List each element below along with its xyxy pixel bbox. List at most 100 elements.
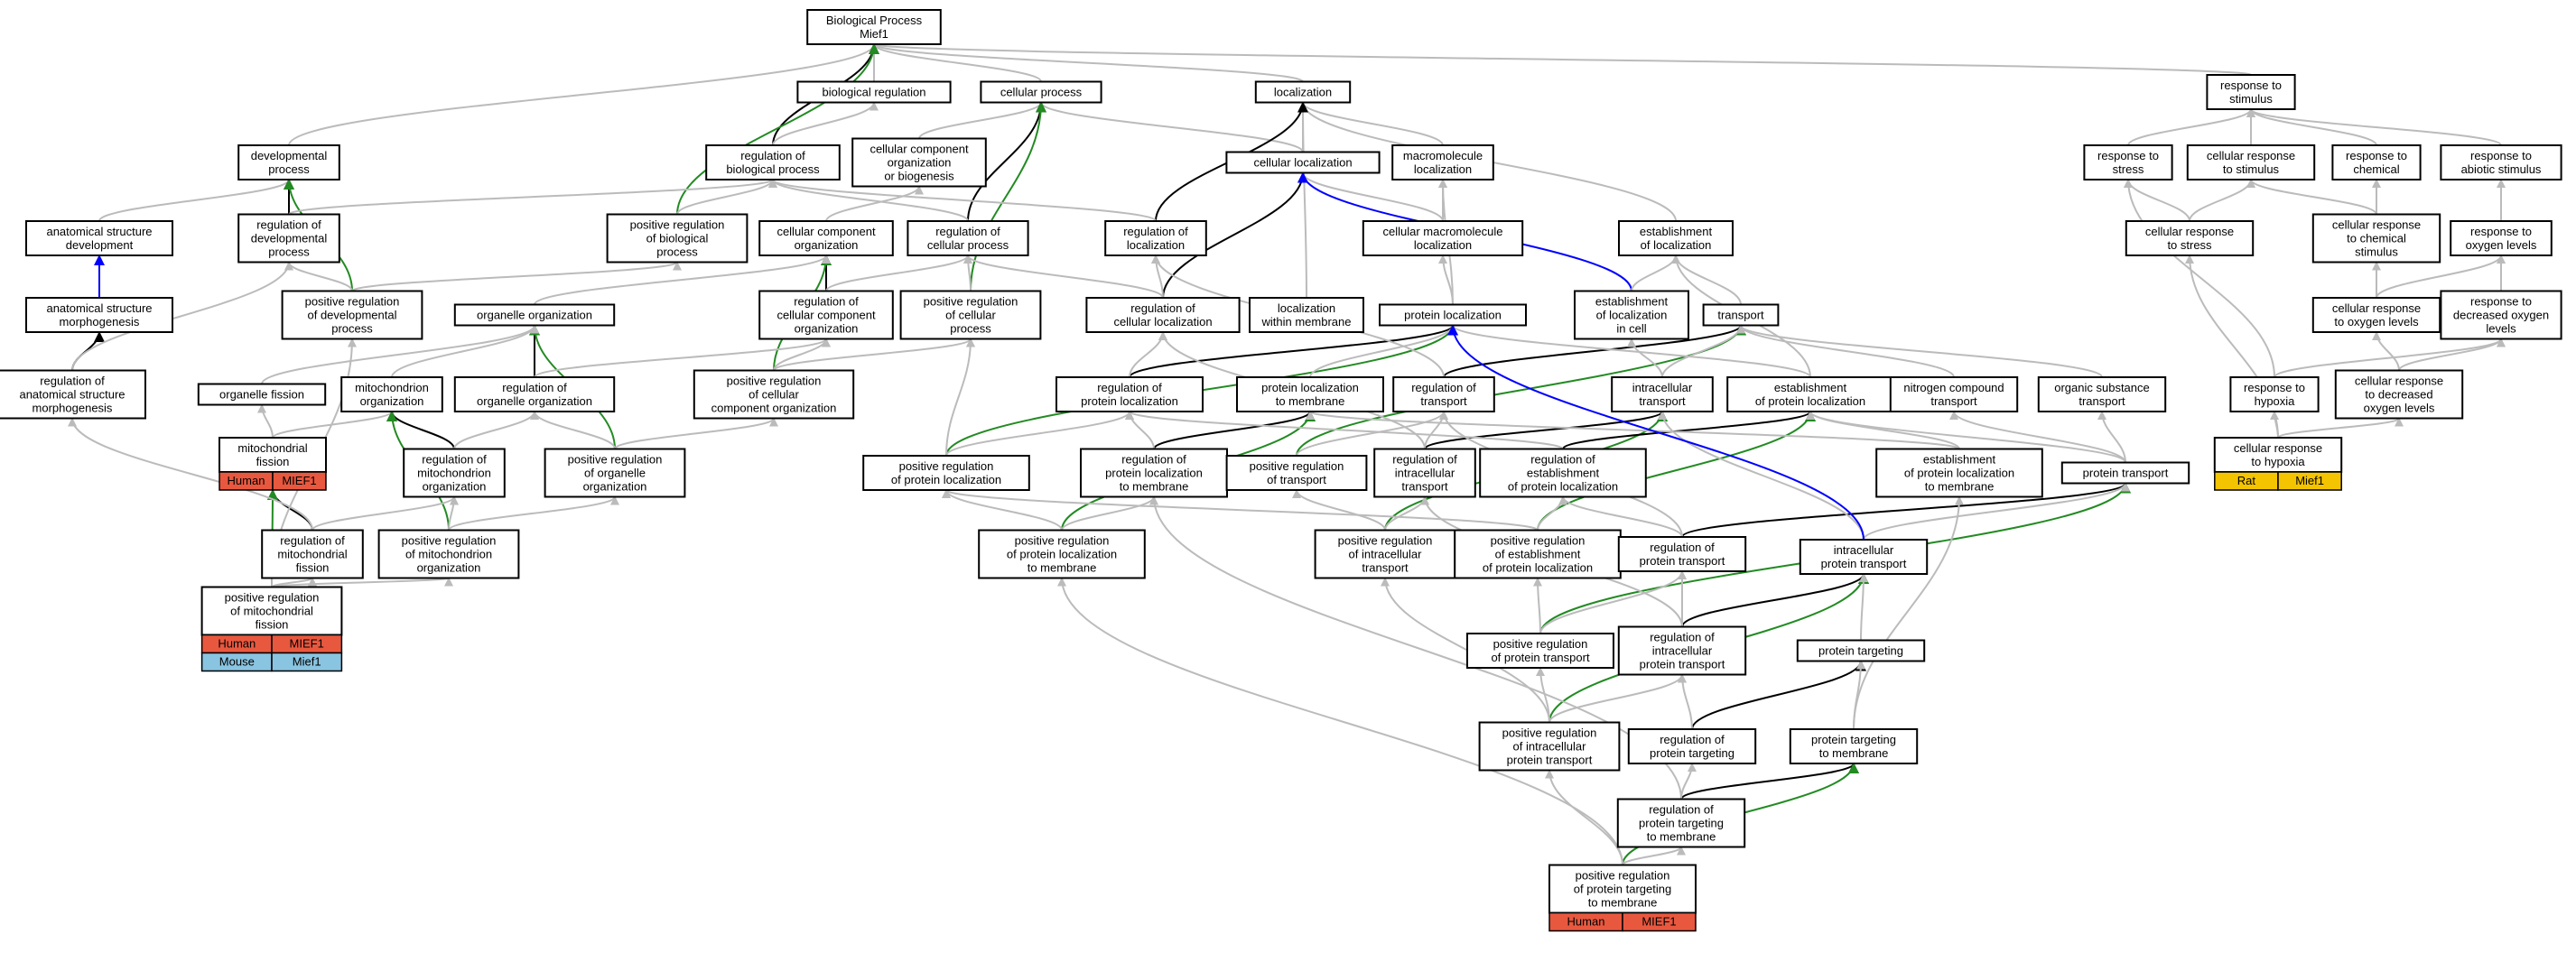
edge-is-a [2097, 411, 2126, 463]
go-term-node-prottargeting[interactable]: protein targeting [1796, 639, 1926, 662]
go-term-node-loc[interactable]: localization [1254, 80, 1352, 104]
node-label-line: cellular response [2145, 225, 2234, 238]
node-label-line: oxygen levels [2364, 402, 2435, 415]
node-label-line: of protein localization [1483, 561, 1593, 575]
go-term-node-transport[interactable]: transport [1702, 303, 1780, 327]
edge-is-a [1537, 495, 1567, 531]
edge-is-a [2398, 338, 2506, 372]
node-box [2311, 213, 2441, 264]
go-term-node-orgfission[interactable]: organelle fission [197, 383, 327, 406]
node-label-line: of mitochondrion [405, 548, 492, 561]
node-label-line: levels [2486, 322, 2516, 336]
node-label-line: developmental [251, 149, 328, 162]
node-label-line: of mitochondrial [230, 605, 313, 618]
edge-is-a [825, 185, 924, 222]
edge-is-a [1622, 846, 1686, 866]
node-label-line: regulation of [502, 381, 567, 394]
go-term-node-cellloc[interactable]: cellular localization [1225, 151, 1381, 174]
go-term-node-orgorg[interactable]: organelle organization [453, 303, 616, 327]
edge-regulates [1162, 171, 1308, 299]
node-box [197, 383, 327, 406]
node-box [1611, 376, 1714, 412]
node-label-line: of organelle [584, 467, 646, 480]
go-term-node-prottransport[interactable]: protein transport [2060, 461, 2190, 485]
node-box [1373, 448, 1476, 498]
node-label-line: regulation of [1660, 733, 1725, 746]
go-term-node-protloc[interactable]: protein localization [1379, 303, 1527, 327]
node-label-line: regulation of [1121, 453, 1186, 467]
node-label-line: response to [2470, 225, 2532, 238]
go-term-node-bioreg[interactable]: biological regulation [796, 80, 952, 104]
go-term-node-cellproc[interactable]: cellular process [980, 80, 1102, 104]
